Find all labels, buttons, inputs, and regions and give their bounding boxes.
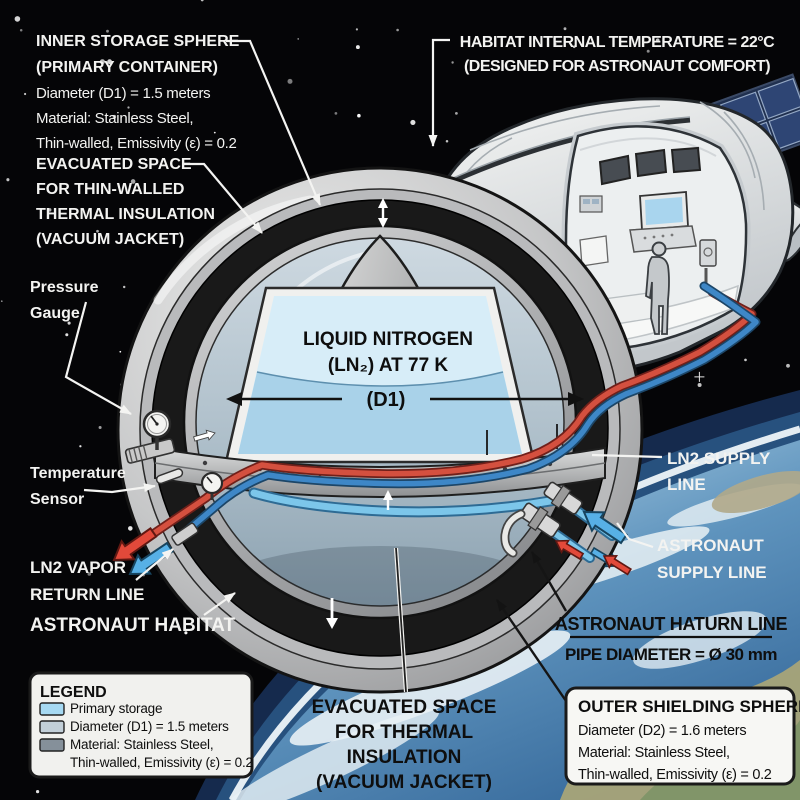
label-evac-bottom: EVACUATED SPACE FOR THERMAL INSULATION (… xyxy=(312,697,497,793)
label-habitat-temp-line1: HABITAT INTERNAL TEMPERATURE = 22°C xyxy=(460,34,775,51)
leader-pressure-gauge xyxy=(64,301,132,415)
legend-row4-label: Thin-walled, Emissivity (ε) = 0.2 xyxy=(70,755,253,770)
label-astronaut-supply: ASTRONAUT SUPPLY LINE xyxy=(657,536,767,582)
spec-box-line3: Thin-walled, Emissivity (ε) = 0.2 xyxy=(578,767,772,783)
label-pressure-line1: Pressure xyxy=(30,279,99,296)
label-evac-top-line4: (VACUUM JACKET) xyxy=(36,231,184,248)
liquid-surface-line xyxy=(256,371,504,387)
label-ln2-supply-line2: LINE xyxy=(667,475,706,494)
leader-haturn xyxy=(530,551,568,612)
coupling-upper xyxy=(543,481,583,515)
label-pressure-line2: Gauge xyxy=(30,305,80,322)
temperature-sensor-icon xyxy=(155,468,184,485)
legend-swatch-diameter xyxy=(39,720,65,734)
leader-lines xyxy=(64,38,663,702)
label-evac-top: EVACUATED SPACE FOR THIN-WALLED THERMAL … xyxy=(36,156,215,248)
label-temp-sensor-line1: Temperature xyxy=(30,465,126,482)
leader-astronaut-supply xyxy=(616,522,654,549)
legend-box: LEGEND Primary storage Diameter (D1) = 1… xyxy=(28,671,254,779)
label-inner-sphere-line3: Diameter (D1) = 1.5 meters xyxy=(36,85,210,102)
label-inner-sphere-line4: Material: Stainless Steel, xyxy=(36,110,193,127)
label-ln2-supply-line1: LN2 SUPPLY xyxy=(667,449,771,468)
legend-swatch-material xyxy=(39,738,65,752)
label-ln2-line1: LIQUID NITROGEN xyxy=(303,329,473,350)
inner-bottom-shadow xyxy=(220,546,540,606)
label-astro-supply-line1: ASTRONAUT xyxy=(657,536,764,555)
leader-temperature-sensor xyxy=(83,483,156,494)
console-desk xyxy=(629,225,697,253)
label-evac-bottom-line1: EVACUATED SPACE xyxy=(312,697,497,718)
leader-ln2-supply xyxy=(591,453,663,459)
ln2-liquid xyxy=(238,372,522,454)
astronaut-figure xyxy=(645,241,670,335)
legend-row3-label: Material: Stainless Steel, xyxy=(70,737,213,752)
label-evac-bottom-line4: (VACUUM JACKET) xyxy=(316,772,492,793)
control-console xyxy=(629,191,697,253)
spec-box-title: OUTER SHIELDING SPHERE xyxy=(578,697,800,716)
label-liquid-nitrogen: LIQUID NITROGEN (LN₂) AT 77 K xyxy=(303,329,473,376)
leader-inner-sphere xyxy=(226,39,322,206)
gap-arrow-top xyxy=(378,198,388,228)
label-inner-sphere-line2: (PRIMARY CONTAINER) xyxy=(36,59,218,76)
spec-box-line1: Diameter (D2) = 1.6 meters xyxy=(578,723,746,739)
label-habitat-temp-line2: (DESIGNED FOR ASTRONAUT COMFORT) xyxy=(464,58,770,75)
coupling-lower xyxy=(519,502,561,538)
label-evac-bottom-line2: FOR THERMAL xyxy=(335,722,474,743)
legend-row1-label: Primary storage xyxy=(70,701,162,716)
wall-monitors xyxy=(598,146,702,186)
label-inner-sphere-line5: Thin-walled, Emissivity (ε) = 0.2 xyxy=(36,135,237,152)
instruments xyxy=(124,409,583,558)
label-ln2-vapor: LN2 VAPOR RETURN LINE xyxy=(30,558,144,604)
dimension-annotations xyxy=(226,198,584,629)
label-ln2-supply: LN2 SUPPLY LINE xyxy=(667,449,771,494)
label-astronaut-habitat: ASTRONAUT HABITAT xyxy=(30,615,235,636)
label-astro-supply-line2: SUPPLY LINE xyxy=(657,563,767,582)
label-ln2-line2: (LN₂) AT 77 K xyxy=(328,355,449,376)
label-evac-top-line2: FOR THIN-WALLED xyxy=(36,181,184,198)
label-evac-top-line3: THERMAL INSULATION xyxy=(36,206,215,223)
label-d1: (D1) xyxy=(367,389,406,411)
gap-arrow-bottom-up xyxy=(383,490,393,510)
sphere-highlight xyxy=(153,195,315,305)
label-evac-top-line1: EVACUATED SPACE xyxy=(36,156,192,173)
leader-evac-bottom xyxy=(395,547,407,693)
label-inner-sphere-line1: INNER STORAGE SPHERE xyxy=(36,33,240,50)
pipe-red xyxy=(147,289,755,539)
label-temperature-sensor: Temperature Sensor xyxy=(30,465,126,508)
pipe-light-blue xyxy=(250,489,560,516)
leader-outer-sphere xyxy=(496,599,567,702)
pipe-blue xyxy=(179,283,759,538)
ln2-window xyxy=(224,286,536,464)
spec-box-line2: Material: Stainless Steel, xyxy=(578,745,730,761)
console-screen xyxy=(645,197,683,225)
equipment-panel xyxy=(579,195,717,267)
leader-ln2-vapor xyxy=(135,548,174,581)
label-ln2-vapor-line1: LN2 VAPOR xyxy=(30,558,126,577)
label-temp-sensor-line2: Sensor xyxy=(30,491,84,508)
leader-habitat-temp xyxy=(428,38,450,147)
label-inner-sphere: INNER STORAGE SPHERE (PRIMARY CONTAINER)… xyxy=(36,33,240,152)
label-evac-bottom-line3: INSULATION xyxy=(347,747,462,768)
legend-swatch-primary xyxy=(39,702,65,716)
wall-unit xyxy=(699,239,717,267)
outer-sphere-spec-box: OUTER SHIELDING SPHERE Diameter (D2) = 1… xyxy=(564,686,800,786)
pipe-fitting-left xyxy=(171,522,199,546)
pressure-gauge-icon xyxy=(124,409,176,464)
label-habitat-temp: HABITAT INTERNAL TEMPERATURE = 22°C (DES… xyxy=(460,34,776,75)
label-haturn-line2: PIPE DIAMETER = Ø 30 mm xyxy=(565,645,777,664)
label-ln2-vapor-line2: RETURN LINE xyxy=(30,585,144,604)
leader-evac-top xyxy=(184,162,263,234)
label-haturn: ASTRONAUT HATURN LINE PIPE DIAMETER = Ø … xyxy=(555,614,788,664)
leader-astronaut-habitat xyxy=(203,592,236,616)
label-haturn-line1: ASTRONAUT HATURN LINE xyxy=(555,614,788,634)
label-pressure-gauge: Pressure Gauge xyxy=(30,279,99,322)
mini-gauge-icon xyxy=(200,471,224,500)
gap-arrow-bottom-down xyxy=(326,598,338,629)
legend-title: LEGEND xyxy=(40,684,107,701)
legend-row2-label: Diameter (D1) = 1.5 meters xyxy=(70,719,229,734)
